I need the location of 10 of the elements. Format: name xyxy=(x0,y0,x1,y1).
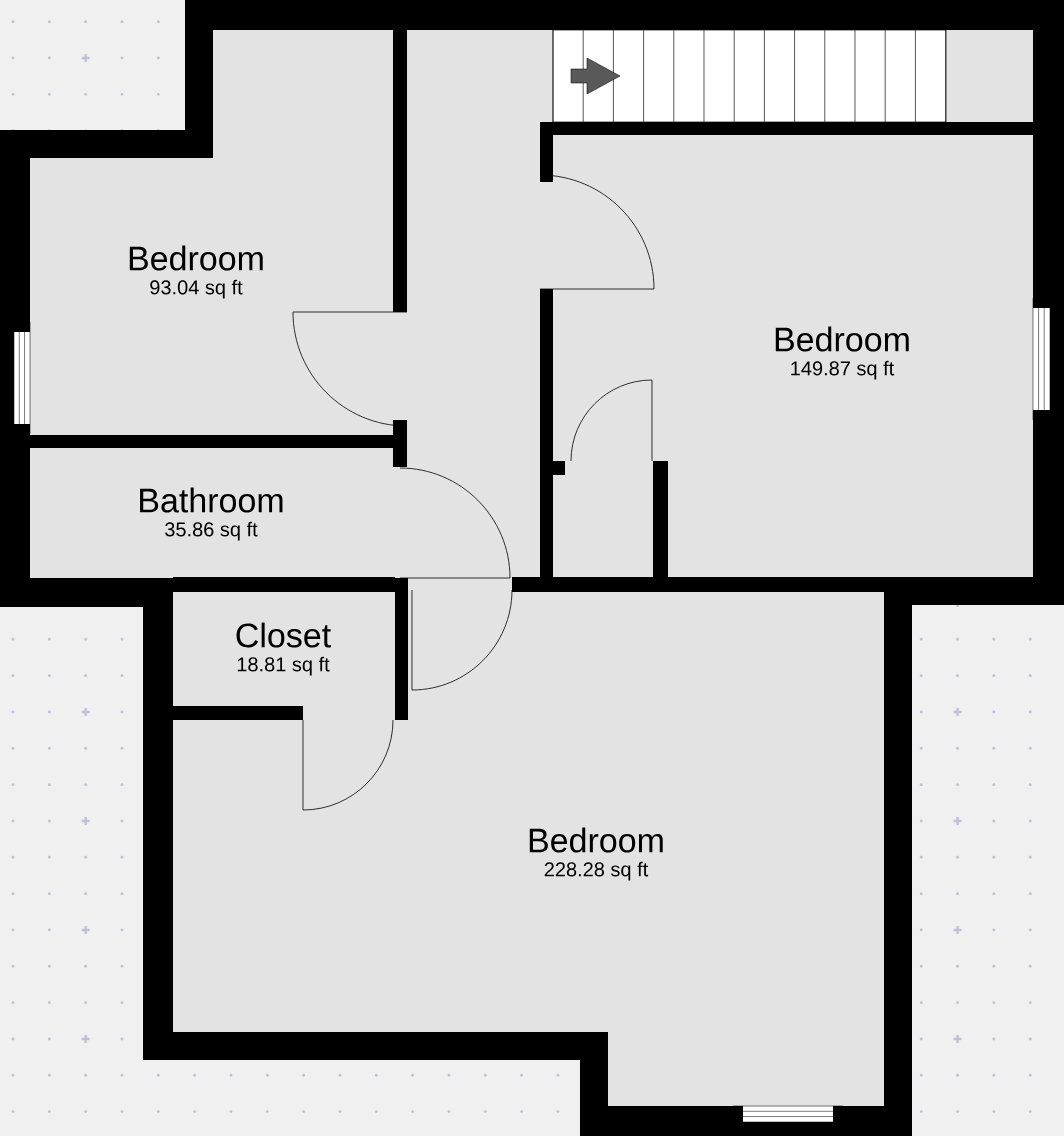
room-name: Bedroom xyxy=(529,827,663,853)
room-area: 18.81 sq ft xyxy=(237,656,330,676)
room-area: 93.04 sq ft xyxy=(150,279,243,299)
room-name: Closet xyxy=(236,622,331,648)
room-name: Bedroom xyxy=(129,245,263,271)
room-name: Bathroom xyxy=(140,487,283,513)
room-area: 149.87 sq ft xyxy=(791,360,895,380)
room-area: 228.28 sq ft xyxy=(544,861,649,881)
room-area: 35.86 sq ft xyxy=(165,521,258,541)
room-name: Bedroom xyxy=(775,326,909,352)
